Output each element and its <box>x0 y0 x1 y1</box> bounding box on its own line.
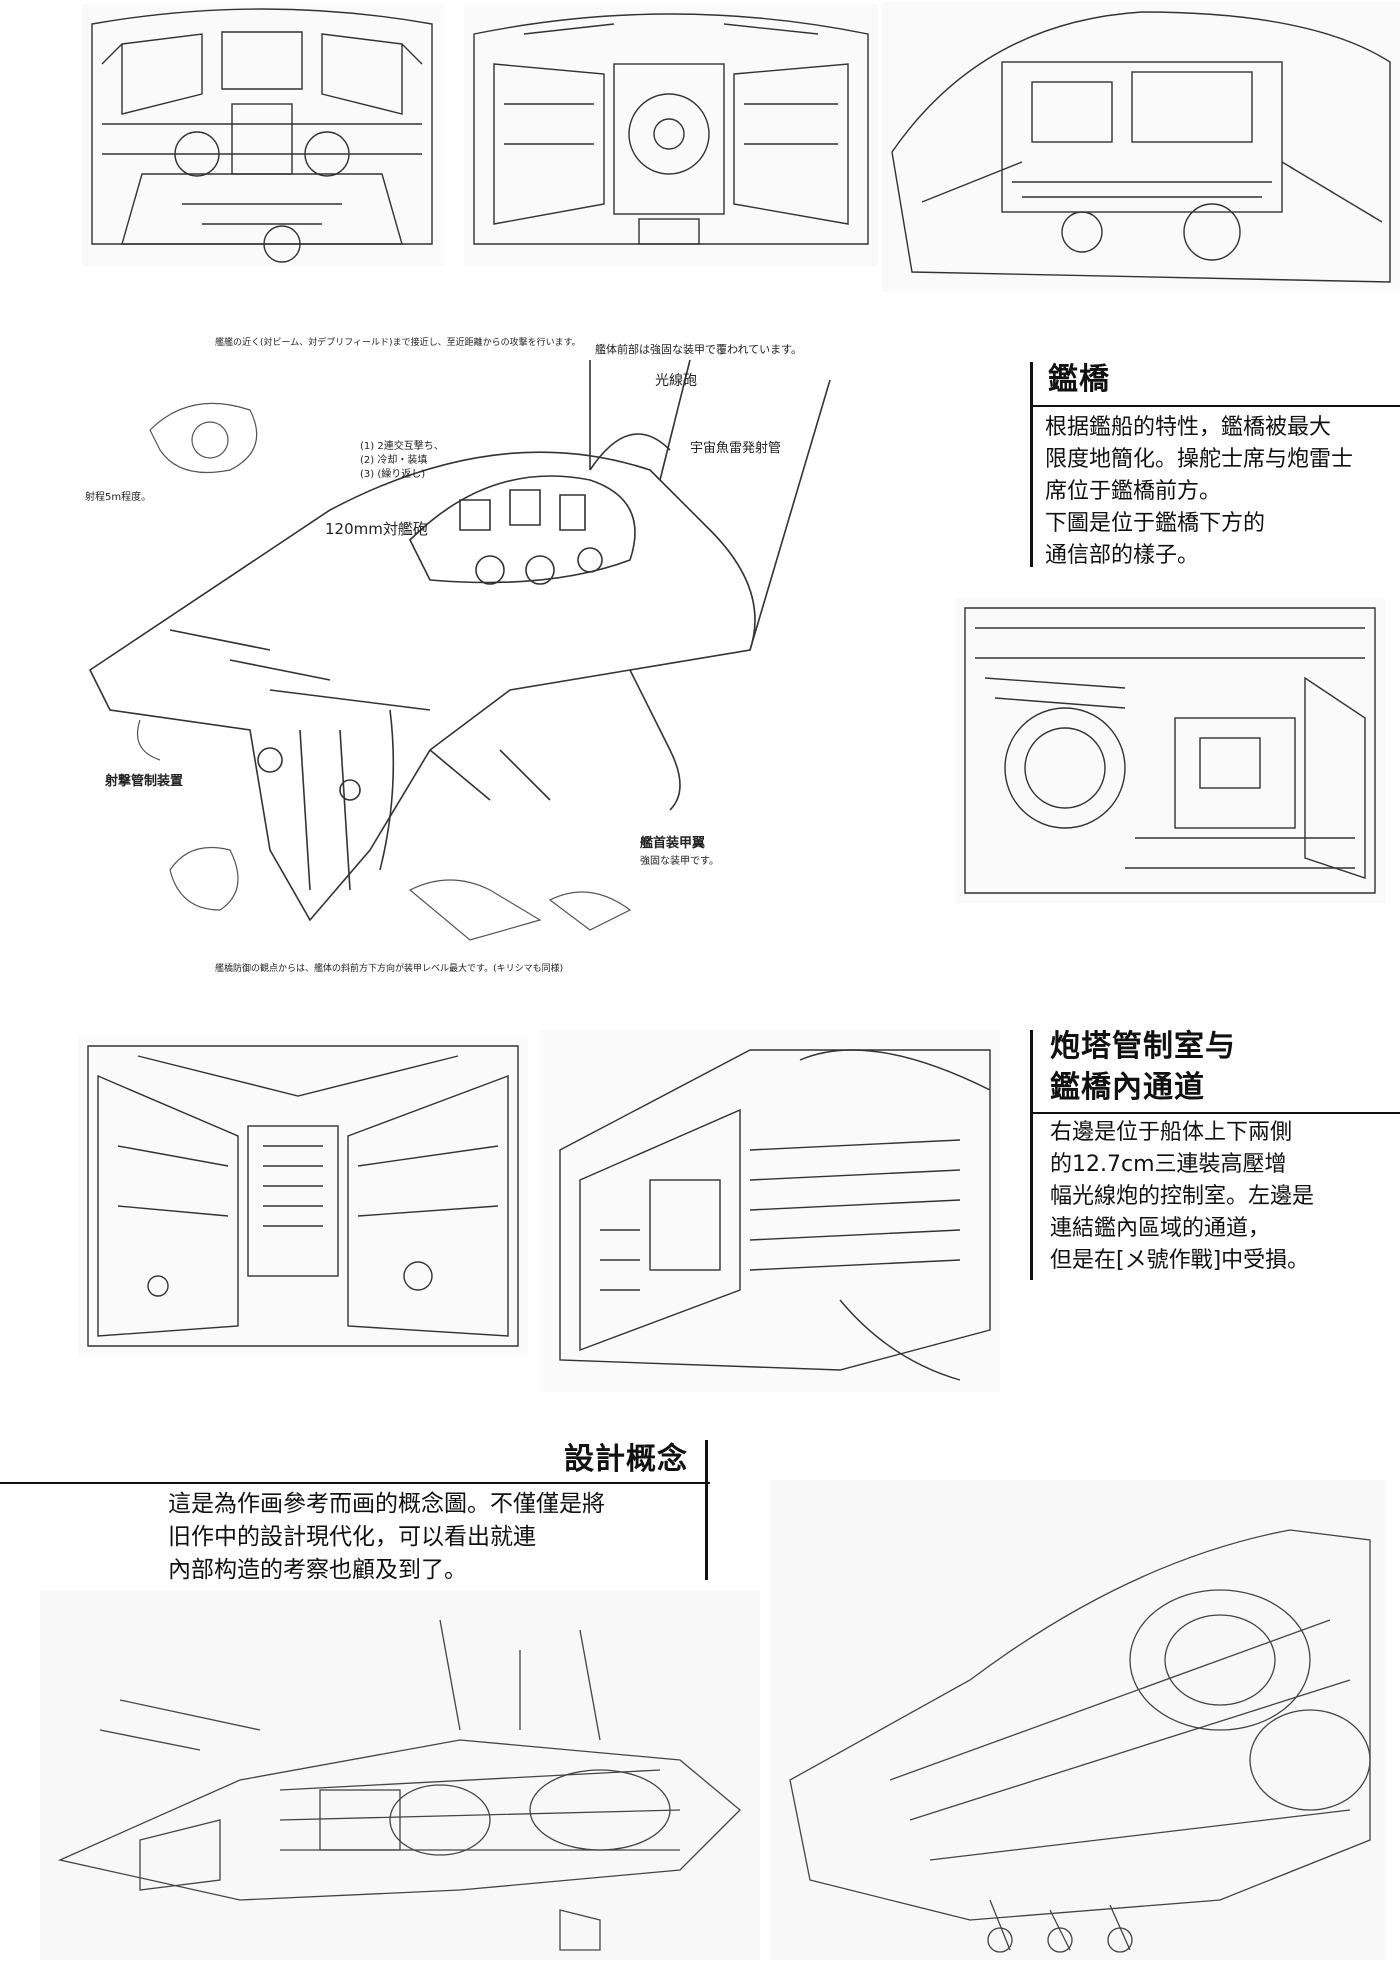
light-gun-label: 光線砲 <box>655 373 697 389</box>
bridge-interior-sketch-rear <box>464 4 878 266</box>
corridor-sketch <box>78 1036 528 1356</box>
anti-beam-note: 艦艦の近く(対ビーム、対デブリフィールド)まで接近し、至近距離からの攻撃を行いま… <box>215 338 581 348</box>
bridge-interior-sketch-front <box>82 4 444 266</box>
list-item-2: (2) 冷却・装填 <box>360 455 428 466</box>
turret-text-line: 但是在[メ號作戰]中受損。 <box>1050 1248 1310 1273</box>
turret-heading-rule <box>1030 1112 1400 1114</box>
range-note: 射程5m程度。 <box>85 492 152 503</box>
concept-heading: 設計概念 <box>564 1442 688 1477</box>
turret-text-line: 的12.7cm三連裝高壓增 <box>1050 1152 1287 1177</box>
concept-side-rule <box>705 1440 708 1580</box>
concept-heading-rule <box>0 1482 710 1484</box>
bridge-heading-rule <box>1030 405 1400 407</box>
bottom-note: 艦橋防御の観点からは、艦体の斜前方下方向が装甲レベル最大です。(キリシマも同様) <box>215 964 564 974</box>
bow-armor-label: 艦首装甲翼 <box>640 836 706 851</box>
ship-cutaway-sketch-right <box>770 1480 1385 1960</box>
bridge-text: 根据鑑船的特性，鑑橋被最大 限度地簡化。操舵士席与炮雷士 席位于鑑橋前方。 下圖… <box>1045 412 1400 572</box>
ship-bow-sketch <box>70 330 960 980</box>
torpedo-label: 宇宙魚雷発射管 <box>690 441 782 456</box>
communications-room-sketch <box>955 598 1385 903</box>
concept-text-line: 旧作中的設計現代化，可以看出就連 <box>168 1524 536 1550</box>
turret-text: 右邊是位于船体上下兩側 的12.7cm三連裝高壓增 幅光線炮的控制室。左邊是 連… <box>1050 1117 1400 1277</box>
turret-control-room-sketch <box>540 1030 1000 1392</box>
turret-text-line: 連結鑑內區域的通道， <box>1050 1216 1271 1241</box>
bridge-interior-sketch-overhead <box>882 2 1400 292</box>
ship-cutaway-sketch-left <box>40 1590 760 1960</box>
bridge-text-line: 通信部的樣子。 <box>1045 543 1200 568</box>
list-item-3: (3) (繰り返し) <box>360 469 426 480</box>
turret-text-line: 右邊是位于船体上下兩側 <box>1050 1120 1293 1145</box>
bridge-text-line: 根据鑑船的特性，鑑橋被最大 <box>1045 415 1332 440</box>
bridge-side-rule <box>1030 362 1033 567</box>
turret-side-rule <box>1030 1030 1033 1280</box>
concept-text: 這是為作画參考而画的概念圖。不僅僅是將 旧作中的設計現代化，可以看出就連 內部构… <box>168 1488 708 1587</box>
bridge-text-line: 席位于鑑橋前方。 <box>1045 479 1222 504</box>
turret-text-line: 幅光線炮的控制室。左邊是 <box>1050 1184 1315 1209</box>
bridge-heading: 鑑橋 <box>1048 362 1110 397</box>
turret-heading-line2: 鑑橋內通道 <box>1050 1070 1205 1105</box>
fire-control-label: 射撃管制装置 <box>105 774 184 789</box>
concept-text-line: 內部构造的考察也顧及到了。 <box>168 1557 467 1583</box>
list-item-1: (1) 2連交互撃ち、 <box>360 441 444 452</box>
front-armor-note: 艦体前部は強固な装甲で覆われています。 <box>595 343 803 356</box>
bow-armor-note: 強固な装甲です。 <box>640 856 719 867</box>
concept-text-line: 這是為作画參考而画的概念圖。不僅僅是將 <box>168 1491 605 1517</box>
bridge-text-line: 下圖是位于鑑橋下方的 <box>1045 511 1266 536</box>
turret-heading-line1: 炮塔管制室与 <box>1050 1029 1236 1064</box>
bridge-text-line: 限度地簡化。操舵士席与炮雷士 <box>1045 447 1354 472</box>
anti-ship-gun-label: 120mm対艦砲 <box>325 520 428 538</box>
